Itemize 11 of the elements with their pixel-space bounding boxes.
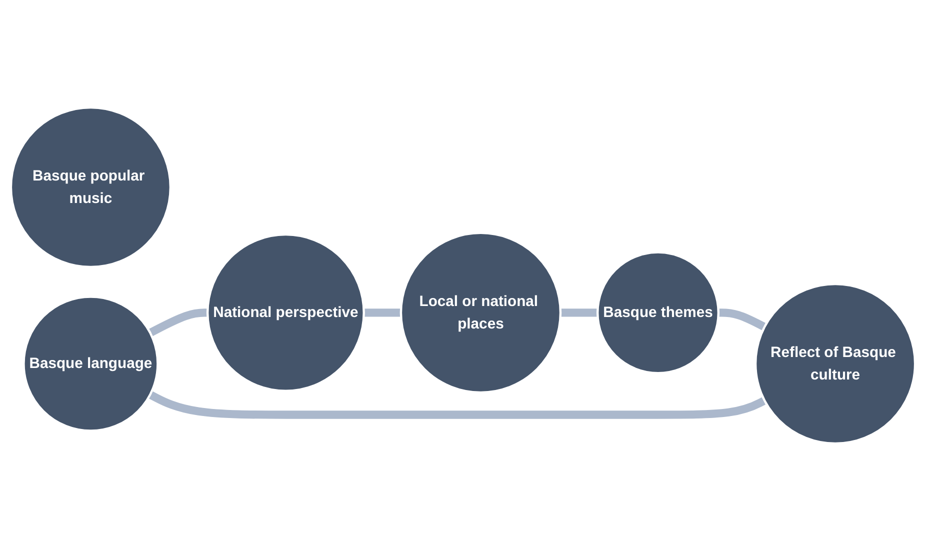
node-circle: Basque themes: [596, 251, 720, 374]
connector: [148, 390, 766, 419]
node-circle: Basque language: [22, 296, 159, 432]
connector: [560, 308, 599, 317]
node-circle: Reflect of Basque culture: [754, 282, 916, 445]
connector: [148, 308, 209, 336]
node-circle: National perspective: [206, 233, 365, 392]
connector: [362, 308, 402, 317]
node-circle: Basque popular music: [10, 106, 172, 268]
connector: [717, 308, 766, 331]
node-circle: Local or national places: [400, 232, 562, 394]
